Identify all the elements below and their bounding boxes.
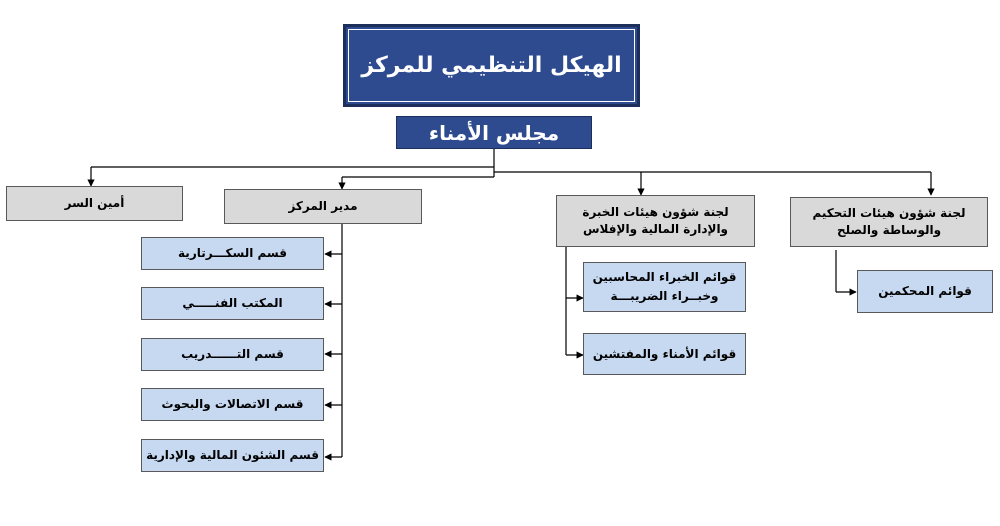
director-label: مدير المركز bbox=[288, 198, 358, 213]
experts-committee-box: لجنة شؤون هيئات الخبرة والإدارة المالية … bbox=[556, 195, 755, 247]
chart-title-box: الهيكل التنظيمي للمركز bbox=[343, 24, 640, 107]
board-of-trustees-label: مجلس الأمناء bbox=[428, 120, 560, 145]
experts-committee-line1: لجنة شؤون هيئات الخبرة bbox=[582, 204, 729, 219]
arbitrators-list-box: قوائم المحكمين bbox=[857, 270, 993, 313]
department-label: قسم السكـــرتارية bbox=[178, 246, 287, 261]
department-label: قسم الاتصالات والبحوث bbox=[161, 397, 304, 412]
department-communications-research-box: قسم الاتصالات والبحوث bbox=[141, 388, 324, 421]
department-label: قسم الشئون المالية والإدارية bbox=[146, 448, 319, 463]
board-of-trustees-box: مجلس الأمناء bbox=[396, 116, 592, 149]
chart-title: الهيكل التنظيمي للمركز bbox=[361, 53, 622, 78]
director-box: مدير المركز bbox=[224, 189, 422, 224]
arbitration-committee-line2: والوساطة والصلح bbox=[836, 223, 942, 237]
list-line1: قوائم الأمناء والمفتشين bbox=[592, 346, 737, 361]
trustees-inspectors-list-box: قوائم الأمناء والمفتشين bbox=[583, 333, 746, 375]
department-finance-admin-box: قسم الشئون المالية والإدارية bbox=[141, 439, 324, 472]
secretary-label: أمين السر bbox=[64, 195, 125, 210]
department-label: قسم التــــــدريب bbox=[181, 347, 284, 362]
department-training-box: قسم التــــــدريب bbox=[141, 338, 324, 371]
secretary-box: أمين السر bbox=[6, 186, 183, 221]
department-label: المكتب الفنـــــي bbox=[182, 296, 283, 311]
list-line2: وخبــراء الضريبـــة bbox=[610, 289, 719, 303]
accountant-tax-experts-list-box: قوائم الخبراء المحاسبين وخبــراء الضريبـ… bbox=[583, 262, 746, 312]
department-technical-office-box: المكتب الفنـــــي bbox=[141, 287, 324, 320]
department-secretariat-box: قسم السكـــرتارية bbox=[141, 237, 324, 270]
list-line1: قوائم الخبراء المحاسبين bbox=[592, 270, 737, 285]
arbitration-committee-line1: لجنة شؤون هيئات التحكيم bbox=[812, 205, 966, 220]
experts-committee-line2: والإدارة المالية والإفلاس bbox=[583, 222, 729, 236]
arbitration-committee-box: لجنة شؤون هيئات التحكيم والوساطة والصلح bbox=[790, 197, 988, 247]
list-line1: قوائم المحكمين bbox=[878, 284, 972, 299]
